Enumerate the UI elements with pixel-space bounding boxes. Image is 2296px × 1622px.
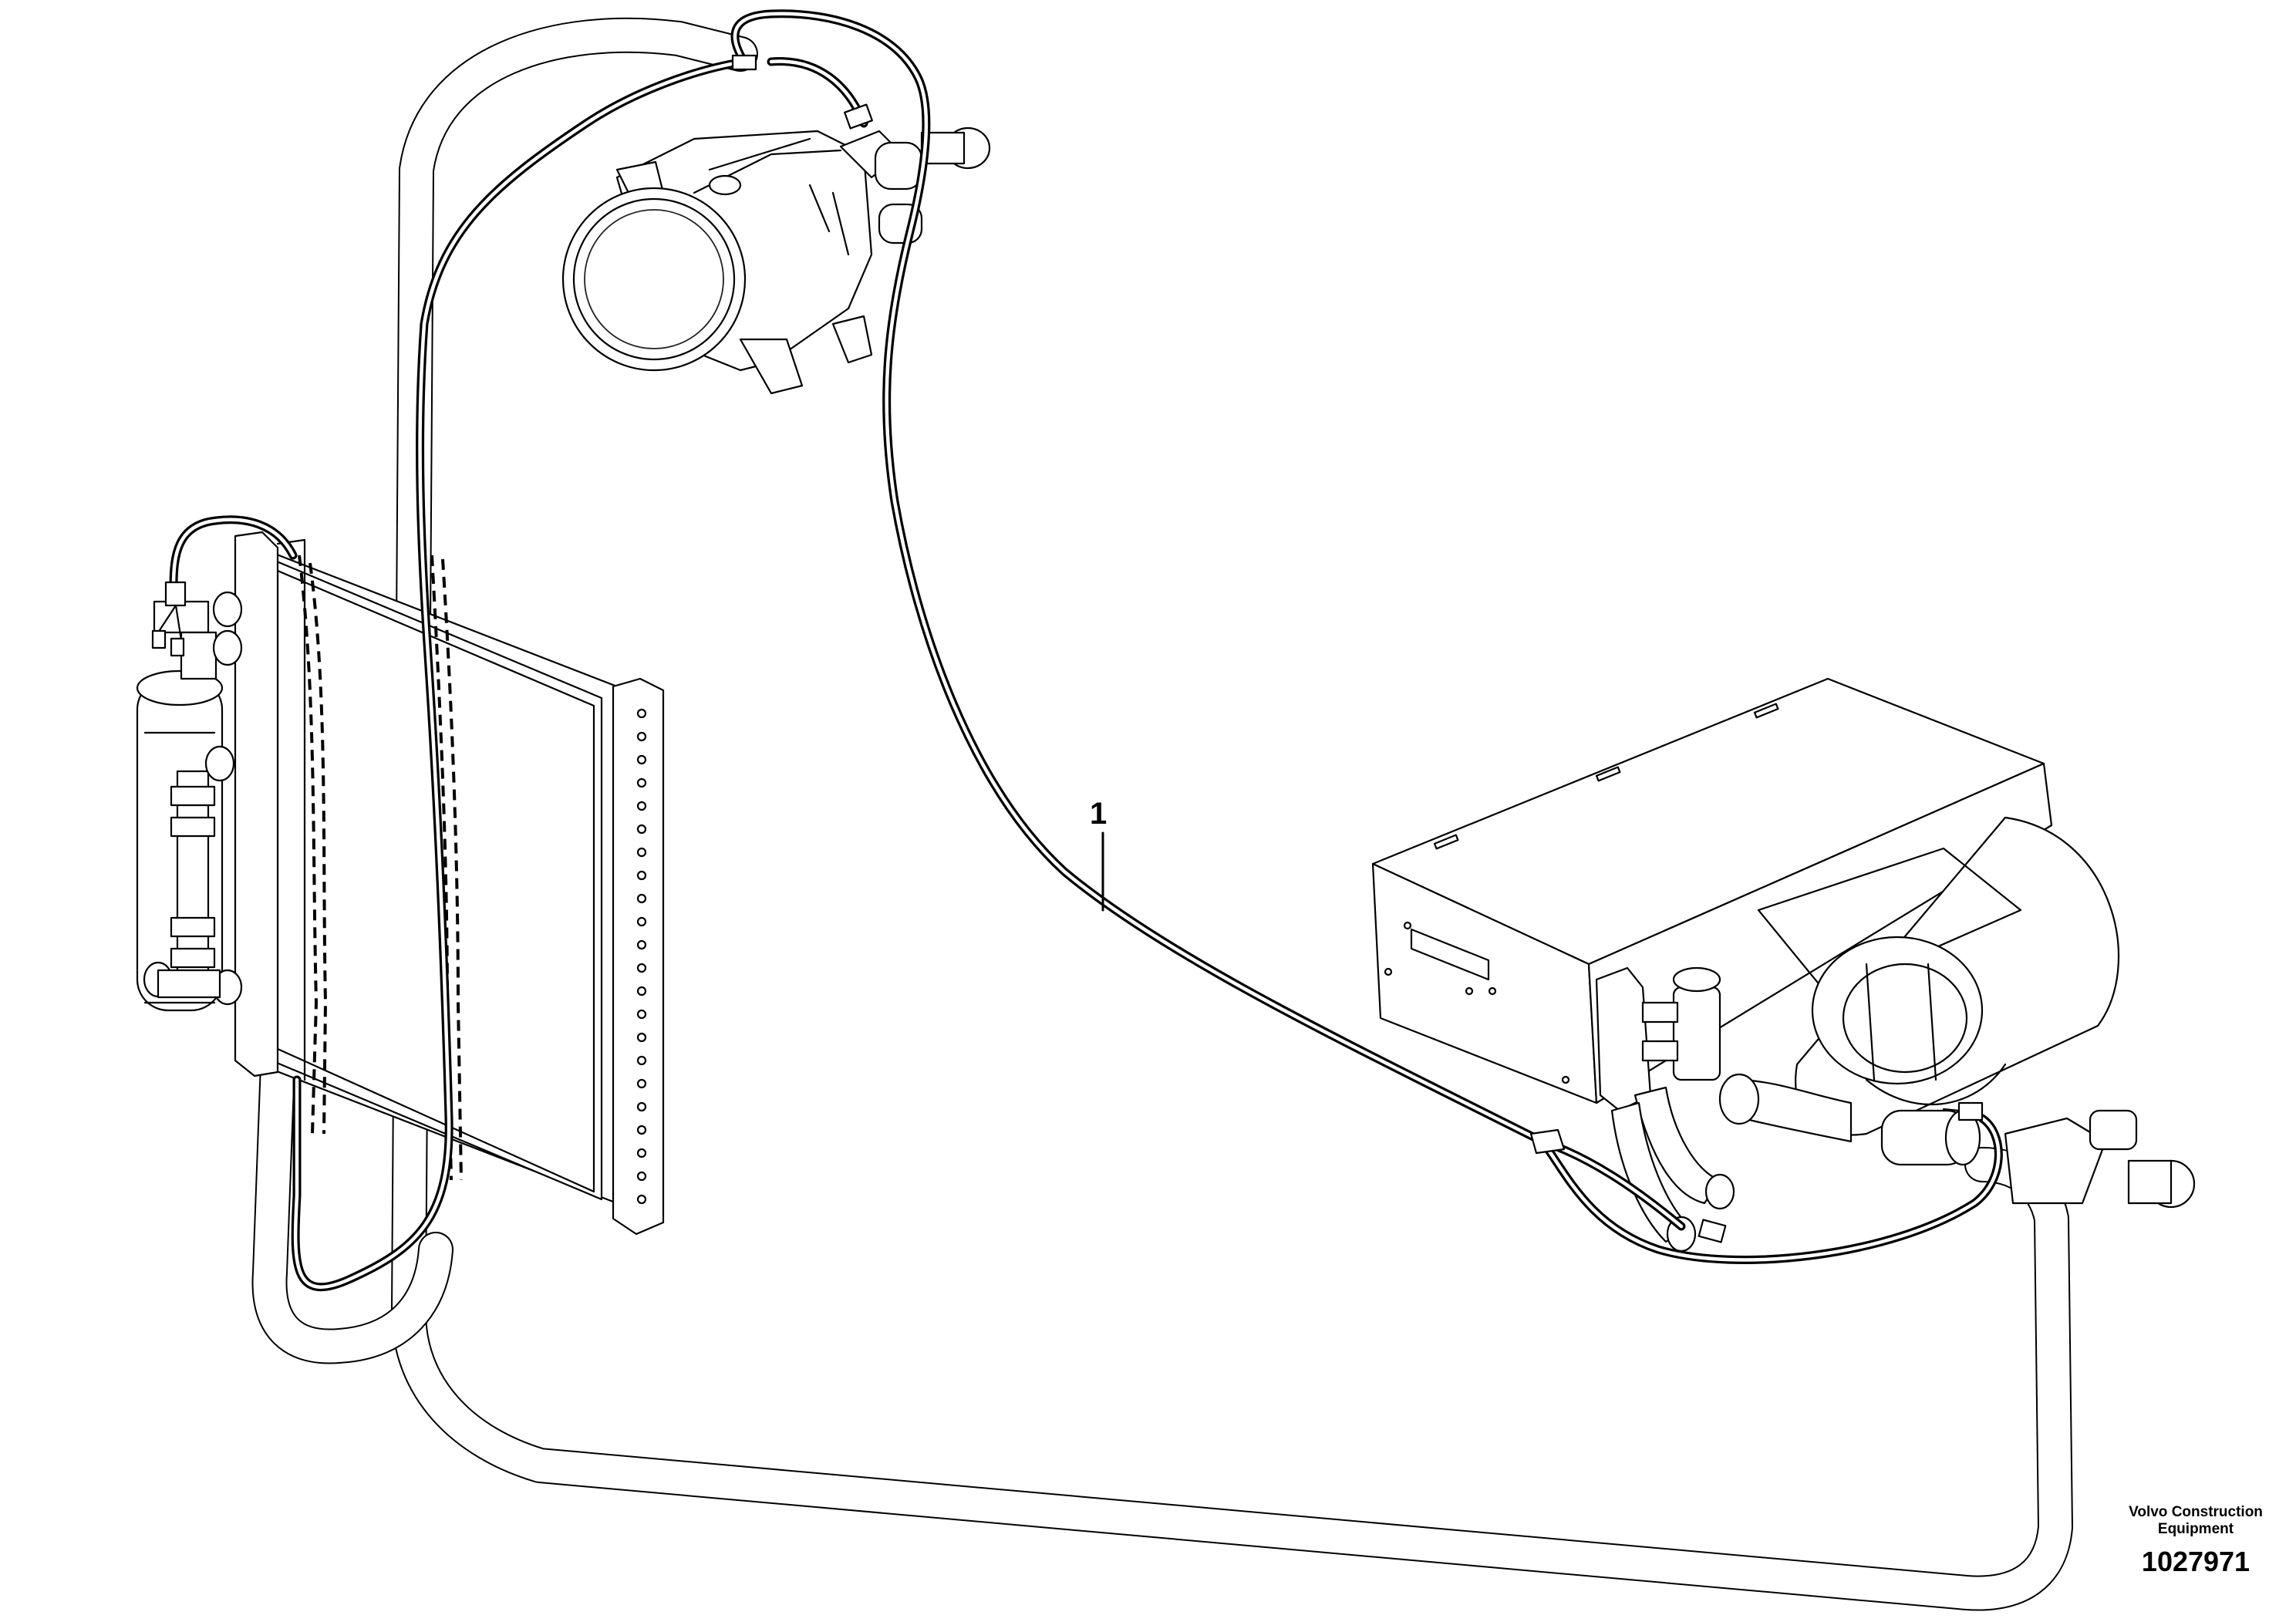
header-hole [636,986,647,996]
footer: Volvo Construction Equipment 1027971 [2119,1504,2273,1578]
header-hole [636,893,647,904]
header-hole [636,1148,647,1158]
header-hole [636,1055,647,1066]
part-number: 1027971 [2141,1546,2250,1577]
refrigerant-hose-loop [251,17,2073,1611]
header-hole [636,754,647,765]
condenser [234,531,665,1236]
header-hole [636,1078,647,1089]
header-hole [636,1125,647,1135]
callout-label: 1 [1090,797,1107,831]
header-hole [636,870,647,881]
header-holes [636,708,647,1205]
company-name: Volvo Construction Equipment [2129,1504,2263,1537]
receiver-drier [136,591,243,1012]
header-hole [636,963,647,973]
header-hole [636,847,647,858]
header-hole [636,939,647,950]
header-hole [636,1194,647,1205]
header-hole [636,1101,647,1112]
header-hole [636,1032,647,1043]
callout-1: 1 [1090,797,1107,912]
header-hole [636,1171,647,1182]
header-hole [636,708,647,719]
header-hole [636,777,647,788]
hvac-unit [1371,677,2196,1253]
header-hole [636,916,647,927]
header-hole [636,1009,647,1020]
header-hole [636,731,647,742]
header-hole [636,824,647,835]
compressor [561,126,991,395]
header-hole [636,801,647,811]
wiring-harness [151,9,2003,1292]
